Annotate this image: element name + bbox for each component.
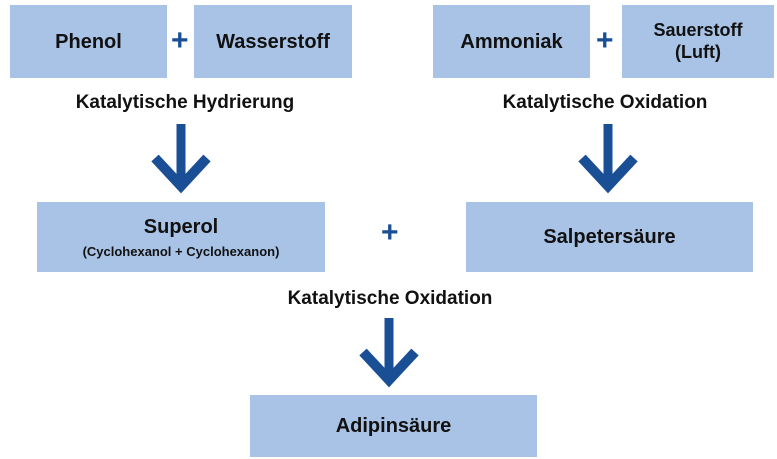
down-arrow-icon — [578, 124, 638, 194]
superol-subtitle: (Cyclohexanol + Cyclohexanon) — [82, 243, 280, 259]
luft-label: (Luft) — [675, 41, 721, 62]
plus-sign-top-left: + — [171, 24, 189, 57]
process-label-oxidation-right: Katalytische Oxidation — [502, 92, 708, 113]
sauerstoff-label: Sauerstoff — [653, 19, 743, 40]
down-arrow-icon — [151, 124, 211, 194]
salpetersaeure-label: Salpetersäure — [543, 226, 676, 248]
plus-sign-top-right: + — [596, 24, 614, 57]
wasserstoff-label: Wasserstoff — [216, 30, 330, 53]
process-label-hydrierung: Katalytische Hydrierung — [75, 92, 295, 113]
salpetersaeure-box: Salpetersäure — [466, 202, 753, 272]
superol-box: Superol (Cyclohexanol + Cyclohexanon) — [37, 202, 325, 272]
superol-title: Superol — [143, 215, 219, 238]
ammoniak-box: Ammoniak — [433, 5, 590, 78]
phenol-label: Phenol — [55, 30, 122, 53]
process-label-oxidation-bottom: Katalytische Oxidation — [287, 288, 493, 309]
plus-sign-middle: + — [381, 216, 399, 249]
adipinsaeure-label: Adipinsäure — [335, 415, 452, 437]
adipinsaeure-box: Adipinsäure — [250, 395, 537, 457]
sauerstoff-box: Sauerstoff (Luft) — [622, 5, 774, 78]
wasserstoff-box: Wasserstoff — [194, 5, 352, 78]
ammoniak-label: Ammoniak — [460, 30, 563, 53]
phenol-box: Phenol — [10, 5, 167, 78]
down-arrow-icon — [359, 318, 419, 388]
